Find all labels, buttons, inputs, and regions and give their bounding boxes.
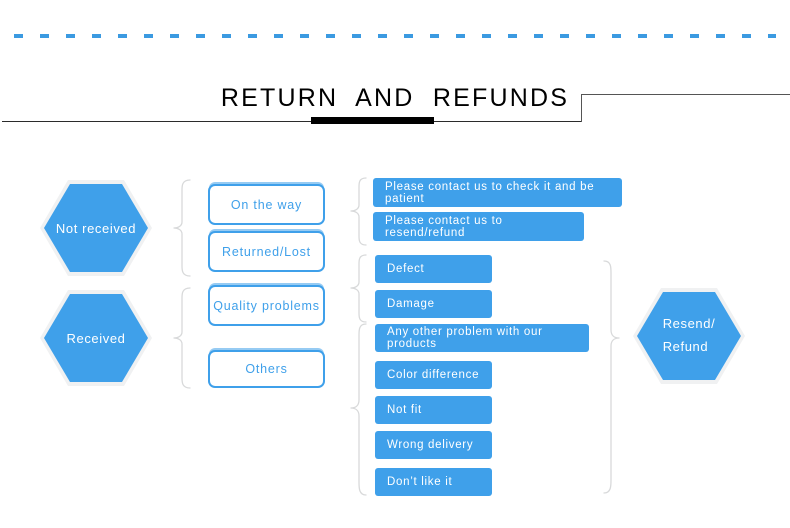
box-any-other-problem-label: Any other problem with our products [387,326,543,350]
hexagon-not-received-label: Not received [55,220,137,236]
box-contact-resend[interactable]: Please contact us to resend/refund [373,212,584,241]
box-contact-check-label: Please contact us to check it and be pat… [385,180,595,205]
top-dashed-divider [14,34,776,38]
brace-quality-actions [350,254,367,323]
box-defect-label: Defect [387,263,425,275]
box-others[interactable]: Others [208,350,325,388]
box-returned-lost-label: Returned/Lost [222,244,311,259]
brace-outcome [603,260,620,494]
title-underline-accent [311,117,434,124]
brace-others-actions [350,323,367,496]
box-on-the-way[interactable]: On the way [208,184,325,225]
page-title: RETURN AND REFUNDS [220,84,570,112]
brace-on-the-way-actions [350,177,367,246]
box-quality-problems-label: Quality problems [213,298,320,313]
box-defect[interactable]: Defect [375,255,492,283]
title-rule-step [581,94,582,122]
box-contact-check[interactable]: Please contact us to check it and be pat… [373,178,622,207]
box-any-other-problem[interactable]: Any other problem with our products [375,324,589,352]
box-wrong-delivery[interactable]: Wrong delivery [375,431,492,459]
box-color-difference[interactable]: Color difference [375,361,492,389]
box-others-label: Others [245,362,288,376]
box-not-fit[interactable]: Not fit [375,396,492,424]
box-on-the-way-label: On the way [230,197,303,212]
box-dont-like-it[interactable]: Don’t like it [375,468,492,496]
hexagon-resend-refund-label: Resend/ Refund [663,313,716,359]
box-not-fit-label: Not fit [387,404,422,416]
box-wrong-delivery-label: Wrong delivery [387,439,474,451]
title-rule-left [2,121,582,122]
box-quality-problems[interactable]: Quality problems [208,285,325,326]
brace-not-received [173,179,191,277]
box-damage[interactable]: Damage [375,290,492,318]
box-contact-resend-label: Please contact us to resend/refund [385,214,503,239]
hexagon-received-label: Received [66,330,126,346]
hexagon-resend-refund-line2: Refund [662,339,709,354]
box-dont-like-it-label: Don’t like it [387,476,453,488]
box-damage-label: Damage [387,298,435,310]
box-color-difference-label: Color difference [387,369,480,381]
title-rule-right [581,94,790,95]
brace-received [173,287,191,389]
hexagon-resend-refund-line1: Resend/ [662,316,716,332]
box-returned-lost[interactable]: Returned/Lost [208,231,325,272]
